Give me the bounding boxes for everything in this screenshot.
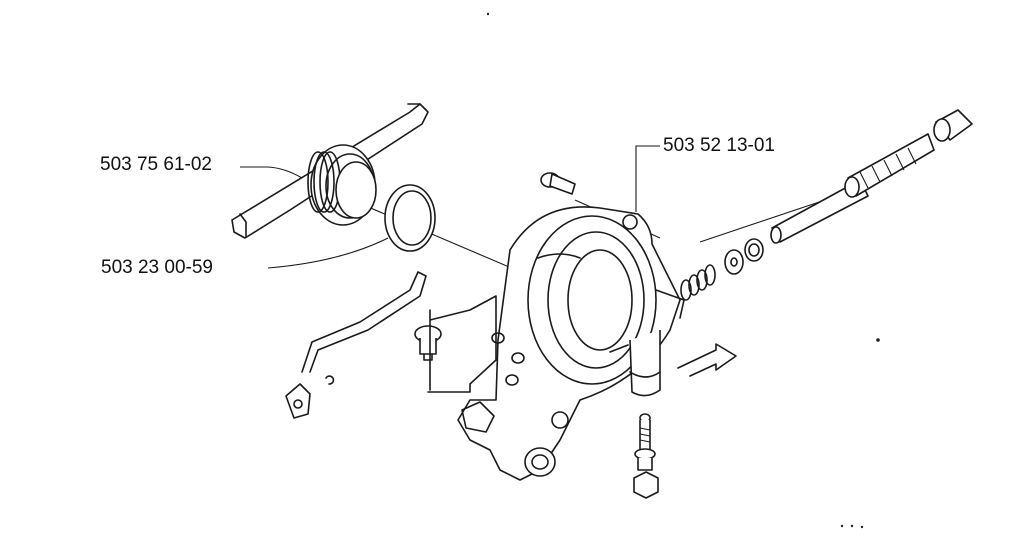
bushing-part — [414, 325, 442, 361]
spring-part — [680, 264, 716, 301]
mount-bracket — [427, 295, 497, 393]
washer-part — [724, 249, 744, 275]
ring-washer-part — [744, 238, 764, 262]
section-marker — [677, 343, 737, 377]
pump-housing — [457, 206, 685, 481]
screw-part — [540, 172, 576, 195]
leader-line-part-b — [267, 237, 389, 269]
part-label-c: 503 52 13-01 — [663, 135, 775, 156]
worm-gear-part — [231, 103, 429, 239]
adjust-screw-part — [633, 413, 659, 499]
o-ring-part — [384, 184, 436, 252]
oil-pipe-wire — [301, 271, 427, 373]
leader-line-part-a — [240, 166, 303, 179]
plunger-part — [770, 109, 973, 244]
part-label-b: 503 23 00-59 — [101, 257, 213, 278]
part-label-a: 503 75 61-02 — [100, 154, 212, 175]
clip-part — [285, 383, 311, 419]
leader-line-part-c — [635, 145, 660, 212]
